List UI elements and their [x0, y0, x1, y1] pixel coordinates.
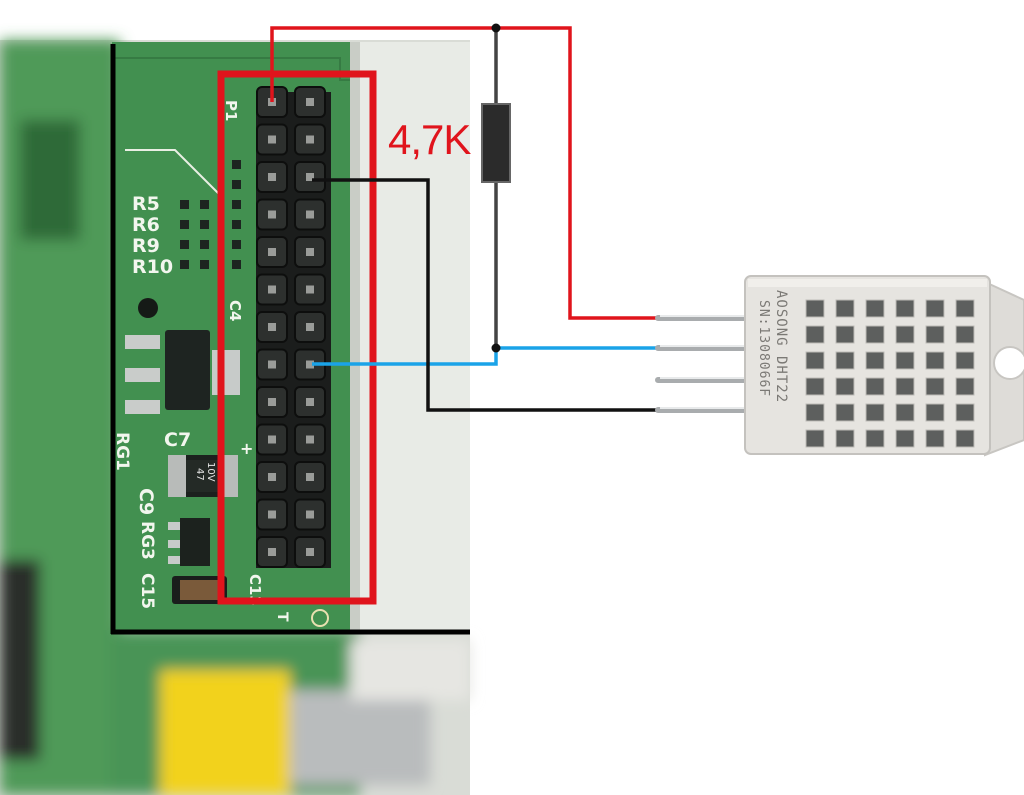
sensor-vent	[925, 377, 945, 396]
silk-plus: +	[240, 439, 253, 458]
sensor-vents	[805, 299, 975, 448]
sensor-vent	[835, 325, 855, 344]
silk-c4: C4	[226, 300, 244, 321]
sensor-vent	[835, 351, 855, 370]
gpio-pin-tip	[268, 210, 276, 219]
silk-c15: C15	[137, 573, 157, 609]
sensor-vent	[955, 403, 975, 422]
sensor-vent	[955, 429, 975, 448]
junction-top	[491, 23, 501, 33]
gpio-pin-tip	[268, 285, 276, 294]
gpio-pin-tip	[306, 135, 314, 144]
sensor-vent	[955, 299, 975, 318]
silk-rg1: RG1	[112, 432, 132, 471]
resistor-body	[481, 103, 511, 183]
sensor-vent	[835, 299, 855, 318]
gpio-pin-tip	[306, 98, 314, 106]
pcb-silkscreen: R5 R6 R9 R10 C7 C9 RG3 C15 C13 C4 RG1 P1…	[112, 100, 290, 622]
gpio-pin-tip	[306, 285, 314, 294]
sensor-vent	[955, 351, 975, 370]
capacitor-marking-47: 47	[194, 468, 205, 481]
gpio-pin-tip	[306, 510, 314, 519]
gpio-pin-tip	[268, 173, 276, 181]
sensor-vent	[895, 403, 915, 422]
gpio-pin-tip	[306, 473, 314, 481]
sensor-vent	[895, 351, 915, 370]
gpio-pin-tip	[306, 173, 314, 181]
gpio-header	[256, 86, 331, 568]
gpio-pin-tip	[306, 248, 314, 256]
gpio-pin-tip	[306, 360, 314, 369]
dht22-sensor: AOSONG DHT22 SN:1308066F	[655, 275, 1024, 457]
sensor-vent	[925, 429, 945, 448]
resistor-value-label: 4,7K	[388, 116, 471, 163]
sensor-vent	[805, 299, 825, 318]
sensor-vent	[835, 429, 855, 448]
sensor-vent	[805, 429, 825, 448]
gpio-pin-tip	[306, 548, 314, 556]
mounting-hole	[993, 346, 1024, 380]
gpio-pin-tip	[306, 323, 314, 331]
gpio-pin-tip	[268, 548, 276, 556]
sensor-vent	[805, 351, 825, 370]
silk-r5: R5	[132, 193, 160, 215]
sensor-vent	[835, 377, 855, 396]
sensor-vent	[865, 325, 885, 344]
gpio-pin-tip	[268, 510, 276, 519]
sensor-vent	[955, 377, 975, 396]
sensor-vent	[805, 403, 825, 422]
sensor-vent	[895, 429, 915, 448]
gpio-highlight-box	[217, 70, 377, 605]
sensor-vent	[895, 299, 915, 318]
gpio-pin-tip	[268, 135, 276, 144]
gpio-pin-tip	[306, 210, 314, 219]
sensor-vent	[865, 403, 885, 422]
silk-r6: R6	[132, 214, 160, 236]
gpio-pin-tip	[268, 473, 276, 481]
junction-data	[491, 343, 501, 353]
sensor-vent	[865, 351, 885, 370]
silk-c9: C9	[135, 488, 157, 515]
silk-r10: R10	[132, 256, 173, 278]
wires	[270, 26, 660, 412]
vcc-wire	[270, 26, 660, 320]
gpio-pin-tip	[268, 323, 276, 331]
sensor-vent	[865, 377, 885, 396]
gpio-pin-tip	[306, 435, 314, 444]
silk-rg3: RG3	[137, 521, 157, 560]
sensor-vent	[805, 377, 825, 396]
gpio-pin-tip	[306, 398, 314, 406]
sensor-vent	[955, 325, 975, 344]
sensor-vent	[925, 403, 945, 422]
gpio-pin-tip	[268, 398, 276, 406]
sensor-vent	[895, 377, 915, 396]
sensor-brand-text: AOSONG DHT22	[773, 290, 789, 403]
sensor-vent	[925, 351, 945, 370]
pcb-components	[125, 149, 329, 627]
data-wire	[312, 346, 660, 366]
silk-r9: R9	[132, 235, 160, 257]
gnd-wire	[312, 178, 660, 412]
silk-corner-mark: T	[274, 612, 290, 622]
sensor-vent	[835, 403, 855, 422]
sensor-serial-text: SN:1308066F	[756, 300, 771, 397]
gpio-pin-tip	[268, 248, 276, 256]
sensor-vent	[925, 325, 945, 344]
gpio-pin-tip	[268, 435, 276, 444]
sensor-vent	[895, 325, 915, 344]
capacitor-marking-10v: 10V	[205, 462, 216, 482]
sensor-vent	[865, 299, 885, 318]
sensor-vent	[865, 429, 885, 448]
silk-c7: C7	[164, 429, 191, 451]
sensor-vent	[805, 325, 825, 344]
gpio-pin-tip	[268, 360, 276, 369]
silk-header-p1: P1	[222, 100, 240, 121]
sensor-vent	[925, 299, 945, 318]
